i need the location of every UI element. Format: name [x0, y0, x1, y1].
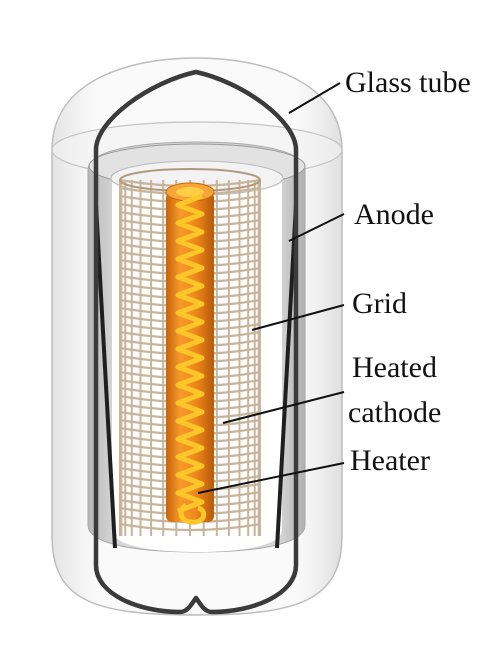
label-heated-cathode-line1: Heated: [352, 351, 437, 384]
leader-grid: [251, 304, 345, 331]
glass-outline: [93, 69, 299, 190]
heater-loop: [178, 502, 207, 525]
leader-anode: [288, 213, 345, 242]
leader-heated-cathode: [222, 391, 345, 424]
label-anode: Anode: [354, 198, 434, 231]
anode-edge-left: [94, 204, 117, 549]
heater-coil: [175, 193, 207, 525]
anode-edge-right: [275, 204, 298, 549]
label-heated-cathode-line2: cathode: [348, 396, 441, 429]
heater-coil-wire: [175, 193, 205, 514]
label-grid: Grid: [352, 287, 407, 320]
glass-outline-bottom: [93, 535, 299, 615]
leader-heater: [197, 462, 345, 494]
label-heater: Heater: [350, 444, 430, 477]
label-glass-tube: Glass tube: [345, 66, 471, 99]
leader-glass-tube: [288, 82, 341, 114]
